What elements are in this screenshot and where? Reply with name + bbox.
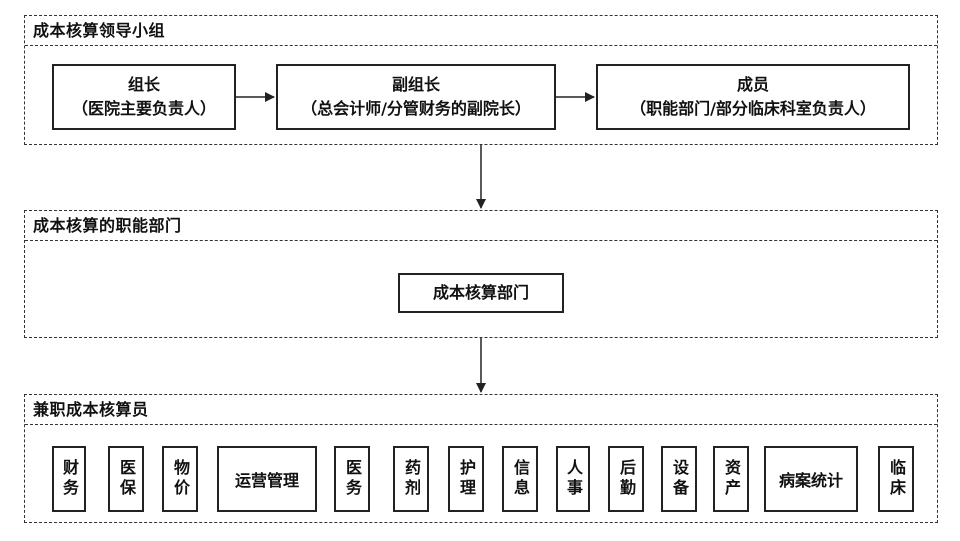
leadership-section-title: 成本核算领导小组 — [25, 16, 937, 46]
leadership-section: 成本核算领导小组 — [24, 15, 938, 145]
parttime-item-finance: 财务 — [52, 446, 86, 512]
members-title: 成员 — [736, 75, 769, 94]
parttime-item-label: 物价 — [171, 459, 190, 499]
parttime-item-logistics: 后勤 — [608, 446, 644, 512]
parttime-item-label: 后勤 — [617, 459, 636, 499]
parttime-item-label: 医务 — [343, 459, 362, 499]
deputy-subtitle: （总会计师/分管财务的副院长） — [301, 99, 531, 118]
parttime-item-label: 财务 — [60, 459, 79, 499]
deputy-box: 副组长 （总会计师/分管财务的副院长） — [276, 64, 556, 130]
parttime-item-medical-affairs: 医务 — [334, 446, 370, 512]
parttime-item-pricing: 物价 — [162, 446, 198, 512]
functional-section: 成本核算的职能部门 — [24, 210, 938, 338]
members-subtitle: （职能部门/部分临床科室负责人） — [630, 99, 876, 118]
cost-accounting-dept-label: 成本核算部门 — [432, 283, 529, 302]
parttime-item-label: 人事 — [564, 459, 583, 499]
parttime-item-label: 病案统计 — [778, 471, 843, 490]
parttime-item-equipment: 设备 — [661, 446, 697, 512]
parttime-item-label: 护理 — [457, 459, 476, 499]
parttime-item-clinical: 临床 — [878, 446, 914, 512]
cost-accounting-dept-box: 成本核算部门 — [398, 273, 564, 313]
members-box: 成员 （职能部门/部分临床科室负责人） — [596, 64, 910, 130]
parttime-item-nursing: 护理 — [448, 446, 484, 512]
parttime-item-medical-records: 病案统计 — [764, 446, 858, 512]
parttime-section-title: 兼职成本核算员 — [25, 395, 937, 425]
parttime-item-assets: 资产 — [713, 446, 749, 512]
deputy-title: 副组长 — [391, 75, 440, 94]
parttime-item-label: 运营管理 — [234, 471, 299, 490]
parttime-item-label: 资产 — [722, 459, 741, 499]
parttime-item-label: 药剂 — [402, 459, 421, 499]
parttime-section: 兼职成本核算员 — [24, 394, 938, 523]
parttime-item-label: 设备 — [670, 459, 689, 499]
parttime-item-operations: 运营管理 — [217, 446, 317, 512]
parttime-item-insurance: 医保 — [108, 446, 144, 512]
leader-box: 组长 （医院主要负责人） — [52, 64, 236, 130]
parttime-item-information: 信息 — [502, 446, 538, 512]
leader-title: 组长 — [127, 75, 160, 94]
functional-section-title: 成本核算的职能部门 — [25, 211, 937, 241]
parttime-item-label: 医保 — [117, 459, 136, 499]
leader-subtitle: （医院主要负责人） — [71, 99, 216, 118]
parttime-item-pharmacy: 药剂 — [393, 446, 429, 512]
parttime-item-hr: 人事 — [556, 446, 590, 512]
parttime-item-label: 临床 — [887, 459, 906, 499]
parttime-item-label: 信息 — [511, 459, 530, 499]
